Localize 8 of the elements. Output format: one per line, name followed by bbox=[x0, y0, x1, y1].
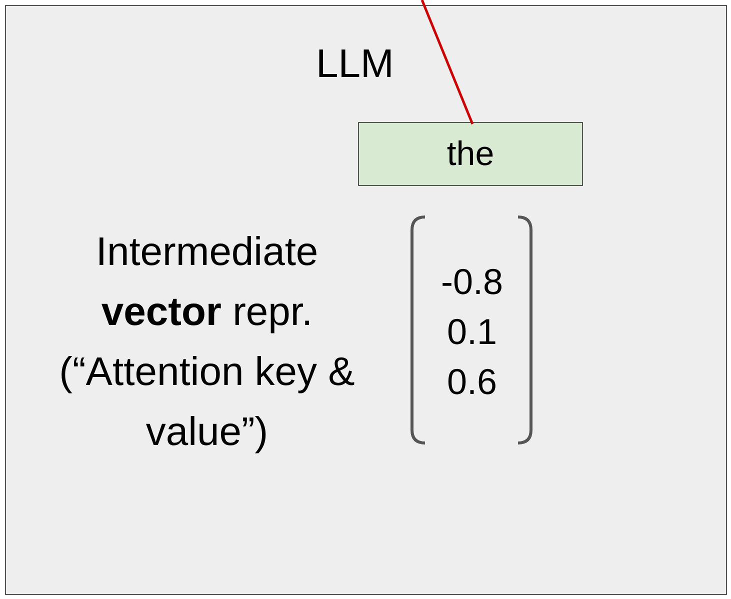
vector-value: 0.1 bbox=[446, 312, 498, 352]
token-box: the bbox=[358, 122, 583, 186]
node-title: LLM bbox=[316, 42, 394, 87]
description-text: Intermediate vector repr. (“Attention key & value”) bbox=[58, 229, 356, 456]
container-box bbox=[5, 5, 727, 595]
connector-line bbox=[420, 0, 474, 124]
vector-value: 0.6 bbox=[446, 362, 498, 402]
vector-value: -0.8 bbox=[440, 262, 504, 302]
